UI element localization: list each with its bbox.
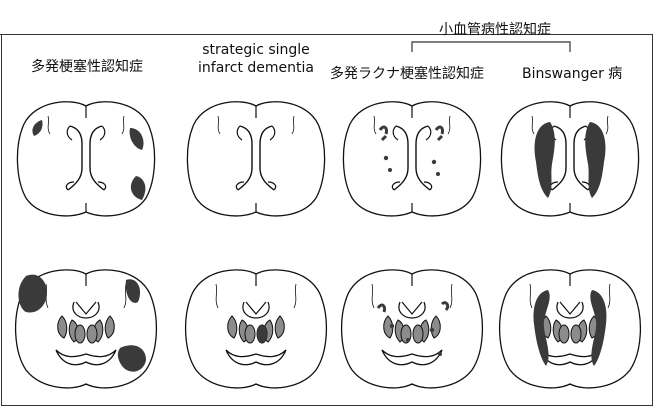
brain-lacunar-lower xyxy=(342,270,483,388)
lacunar-infarct xyxy=(384,156,388,160)
lacunar-infarct xyxy=(406,338,410,342)
lacunar-infarct xyxy=(436,172,440,176)
lacunar-infarct xyxy=(390,324,394,328)
brain-binswanger-lower xyxy=(500,270,641,388)
brain-multi-infarct-lower xyxy=(16,270,157,388)
brain-binswanger-upper xyxy=(501,102,638,216)
lacunar-infarct xyxy=(388,168,392,172)
strategic-thalamic-infarct xyxy=(257,325,267,343)
lacunar-infarct xyxy=(438,352,442,356)
brain-lacunar-upper xyxy=(343,102,480,216)
group-bracket xyxy=(412,42,570,52)
brain-multi-infarct-upper xyxy=(17,102,154,216)
brain-strategic-upper xyxy=(187,102,324,216)
lacunar-infarct xyxy=(432,160,436,164)
brain-strategic-lower xyxy=(186,270,327,388)
lacunar-infarct xyxy=(430,328,434,332)
